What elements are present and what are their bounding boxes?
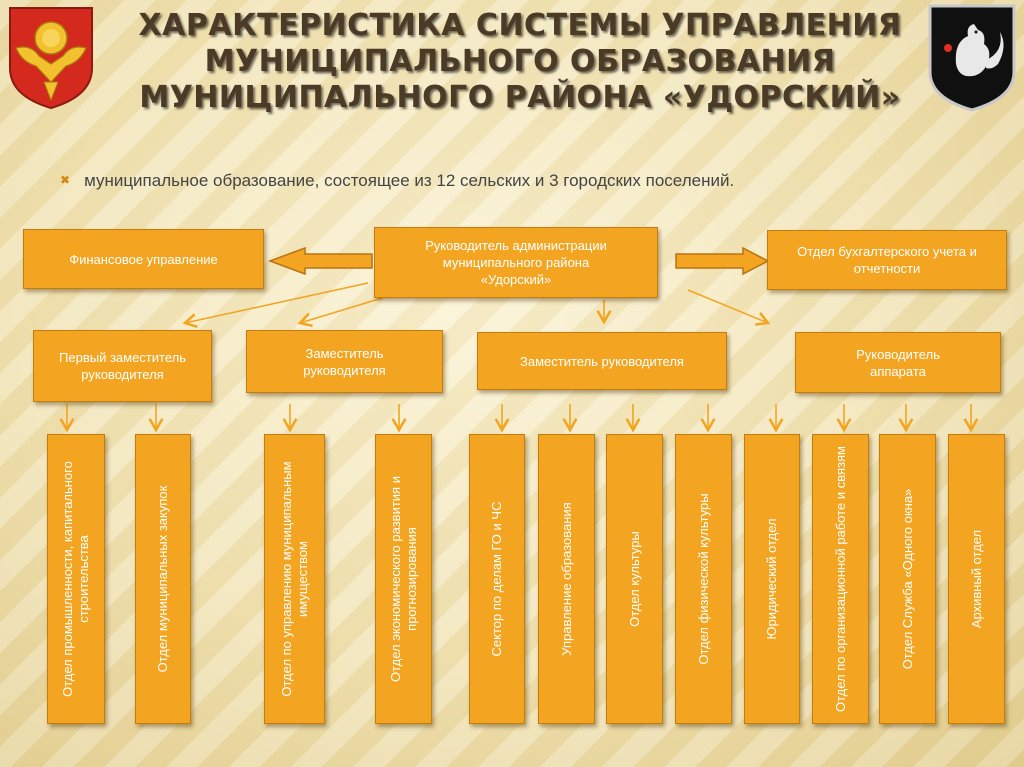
bullet-text: муниципальное образование, состоящее из … bbox=[84, 171, 735, 190]
head-of-administration-label: Руководитель администрации муниципальног… bbox=[425, 238, 607, 287]
department-label-5: Сектор по делам ГО и ЧС bbox=[489, 501, 504, 657]
page-title: ХАРАКТЕРИСТИКА СИСТЕМЫ УПРАВЛЕНИЯ МУНИЦИ… bbox=[130, 8, 910, 116]
head-of-administration-box: Руководитель администрации муниципальног… bbox=[374, 227, 658, 298]
department-label-8: Отдел физической культуры bbox=[695, 493, 711, 665]
department-box-10: Отдел по организационной работе и связям bbox=[812, 434, 869, 724]
department-box-3: Отдел по управлению муниципальным имущес… bbox=[264, 434, 325, 724]
bullet-item: ✖ муниципальное образование, состоящее из… bbox=[60, 171, 734, 191]
deputy-box-2: Заместитель руководителя bbox=[246, 330, 443, 393]
komi-coat-of-arms-icon bbox=[9, 7, 93, 110]
department-box-4: Отдел экономического развития и прогнози… bbox=[375, 434, 432, 724]
department-label-9: Юридический отдел bbox=[764, 518, 779, 640]
deputy-box-4: Руководитель аппарата bbox=[795, 332, 1001, 393]
department-box-8: Отдел физической культуры bbox=[675, 434, 732, 724]
title-line-3: МУНИЦИПАЛЬНОГО РАЙОНА «УДОРСКИЙ» bbox=[139, 80, 901, 115]
finance-department-box: Финансовое управление bbox=[23, 229, 264, 289]
block-arrow-left bbox=[267, 246, 373, 276]
deputy-label-2: Заместитель руководителя bbox=[303, 345, 386, 378]
deputy-label-4: Руководитель аппарата bbox=[856, 346, 940, 379]
department-label-4: Отдел экономического развития и прогнози… bbox=[387, 476, 419, 682]
department-box-6: Управление образования bbox=[538, 434, 595, 724]
department-label-11: Отдел Служба «Одного окна» bbox=[899, 488, 915, 670]
udora-coat-of-arms-icon bbox=[928, 4, 1016, 112]
department-label-2: Отдел муниципальных закупок bbox=[155, 485, 170, 673]
accounting-department-box: Отдел бухгалтерского учета и отчетности bbox=[767, 230, 1007, 290]
deputy-box-3: Заместитель руководителя bbox=[477, 332, 727, 390]
department-label-3: Отдел по управлению муниципальным имущес… bbox=[278, 461, 310, 697]
title-line-1: ХАРАКТЕРИСТИКА СИСТЕМЫ УПРАВЛЕНИЯ bbox=[138, 8, 902, 43]
department-label-12: Архивный отдел bbox=[968, 529, 984, 629]
title-line-2: МУНИЦИПАЛЬНОГО ОБРАЗОВАНИЯ bbox=[204, 44, 836, 79]
deputy-label-3: Заместитель руководителя bbox=[520, 353, 684, 369]
x-bullet-icon: ✖ bbox=[60, 173, 71, 187]
deputy-label-1: Первый заместитель руководителя bbox=[59, 350, 186, 382]
department-box-2: Отдел муниципальных закупок bbox=[135, 434, 191, 724]
department-label-1: Отдел промышленности, капитального строи… bbox=[60, 461, 91, 697]
department-box-9: Юридический отдел bbox=[744, 434, 800, 724]
department-box-1: Отдел промышленности, капитального строи… bbox=[47, 434, 105, 724]
department-label-10: Отдел по организационной работе и связям bbox=[832, 446, 848, 712]
block-arrow-right bbox=[675, 246, 770, 276]
department-box-12: Архивный отдел bbox=[948, 434, 1005, 724]
department-label-7: Отдел культуры bbox=[626, 531, 642, 627]
accounting-department-label: Отдел бухгалтерского учета и отчетности bbox=[797, 244, 977, 276]
department-box-7: Отдел культуры bbox=[606, 434, 663, 724]
department-box-5: Сектор по делам ГО и ЧС bbox=[469, 434, 525, 724]
deputy-box-1: Первый заместитель руководителя bbox=[33, 330, 212, 402]
department-label-6: Управление образования bbox=[558, 502, 574, 656]
department-box-11: Отдел Служба «Одного окна» bbox=[879, 434, 936, 724]
finance-department-label: Финансовое управление bbox=[69, 251, 218, 267]
